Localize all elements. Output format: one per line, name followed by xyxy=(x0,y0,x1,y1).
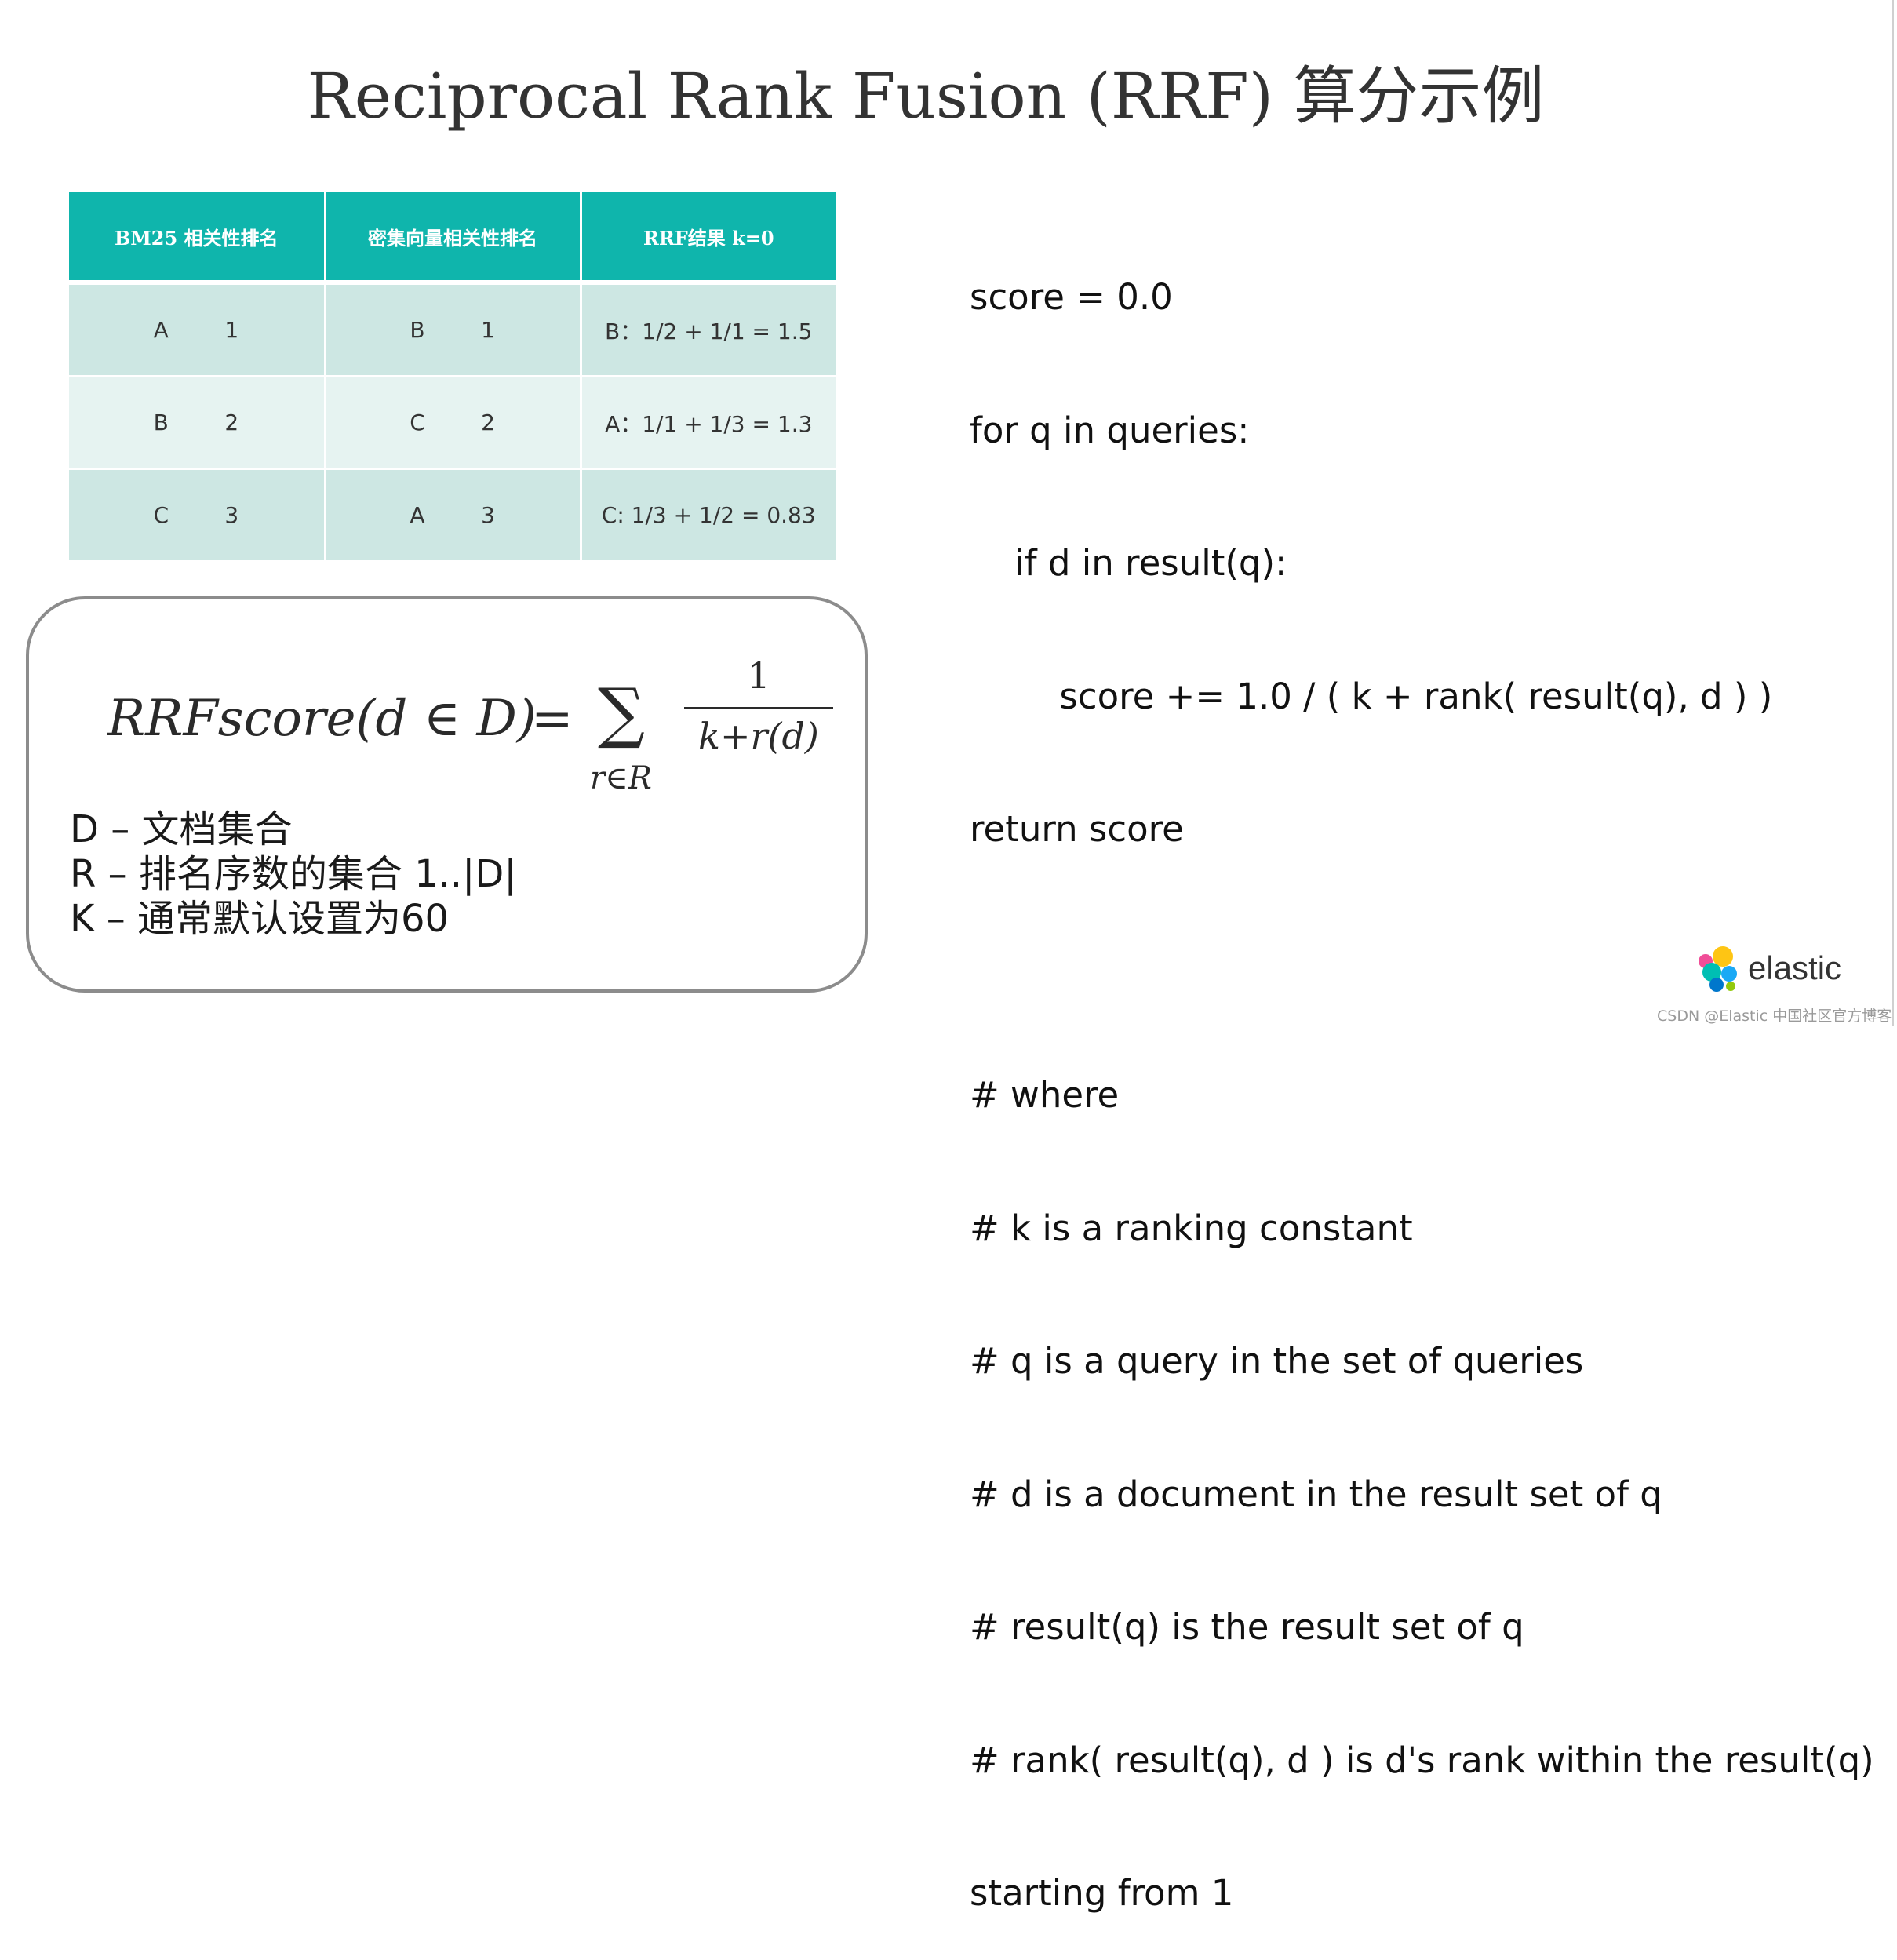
rank-value: 2 xyxy=(224,410,239,435)
comment-line: # q is a query in the set of queries xyxy=(970,1340,1584,1382)
page-title: Reciprocal Rank Fusion (RRF) 算分示例 xyxy=(307,60,1545,133)
doc-label: A xyxy=(410,502,425,528)
summation-symbol: ∑ xyxy=(598,674,645,751)
header-bm25: BM25 相关性排名 xyxy=(69,192,326,285)
elastic-logo-text: elastic xyxy=(1748,949,1842,986)
rank-value: 1 xyxy=(481,317,495,343)
summation-subscript: r∈R xyxy=(590,760,652,796)
doc-label: C xyxy=(153,502,169,528)
rank-value: 3 xyxy=(481,502,495,528)
formula-definitions: D – 文档集合 R – 排名序数的集合 1..|D| K – 通常默认设置为6… xyxy=(70,807,517,942)
comment-line: # rank( result(q), d ) is d's rank withi… xyxy=(970,1739,1874,1781)
comment-line: starting from 1 xyxy=(970,1872,1234,1914)
formula-lhs: RRFscore(d ∈ D) xyxy=(107,690,537,748)
elastic-logo-icon xyxy=(1699,946,1737,992)
rank-value: 1 xyxy=(224,317,239,343)
doc-label: C xyxy=(410,410,425,435)
table-header-row: BM25 相关性排名 密集向量相关性排名 RRF结果 k=0 xyxy=(69,192,836,285)
comment-line: # result(q) is the result set of q xyxy=(970,1606,1524,1648)
formula-equals: = xyxy=(531,690,573,748)
rrf-cell: C: 1/3 + 1/2 = 0.83 xyxy=(581,468,836,563)
definition-r: R – 排名序数的集合 1..|D| xyxy=(70,852,517,896)
rank-value: 2 xyxy=(481,410,495,435)
rrf-cell: B：1/2 + 1/1 = 1.5 xyxy=(581,282,836,377)
doc-label: B xyxy=(410,317,425,343)
watermark: CSDN @Elastic 中国社区官方博客 xyxy=(1657,1007,1892,1025)
rrf-cell: A：1/1 + 1/3 = 1.3 xyxy=(581,376,836,470)
fraction-denominator: k+r(d) xyxy=(698,715,819,757)
right-edge-divider xyxy=(1892,0,1894,1026)
comment-line: # where xyxy=(970,1074,1120,1116)
comment-line: # k is a ranking constant xyxy=(970,1207,1413,1249)
formula-box: RRFscore(d ∈ D) = ∑ r∈R 1 k+r(d) D – 文档集… xyxy=(26,596,868,993)
definition-d: D – 文档集合 xyxy=(70,807,293,851)
definition-k: K – 通常默认设置为60 xyxy=(70,897,450,941)
doc-label: B xyxy=(153,410,169,435)
comment-line: # d is a document in the result set of q xyxy=(970,1473,1662,1515)
pseudocode-block: score = 0.0 for q in queries: if d in re… xyxy=(970,187,1874,1960)
code-line: return score xyxy=(970,808,1184,850)
code-line: for q in queries: xyxy=(970,409,1250,451)
code-line: score += 1.0 / ( k + rank( result(q), d … xyxy=(970,675,1773,717)
code-line: if d in result(q): xyxy=(970,542,1287,584)
doc-label: A xyxy=(153,317,169,343)
fraction-bar xyxy=(684,707,833,709)
fraction-numerator: 1 xyxy=(747,654,770,697)
header-rrf-result: RRF结果 k=0 xyxy=(581,192,836,285)
code-line: score = 0.0 xyxy=(970,276,1173,318)
header-dense-vector: 密集向量相关性排名 xyxy=(325,192,582,285)
rank-value: 3 xyxy=(224,502,239,528)
